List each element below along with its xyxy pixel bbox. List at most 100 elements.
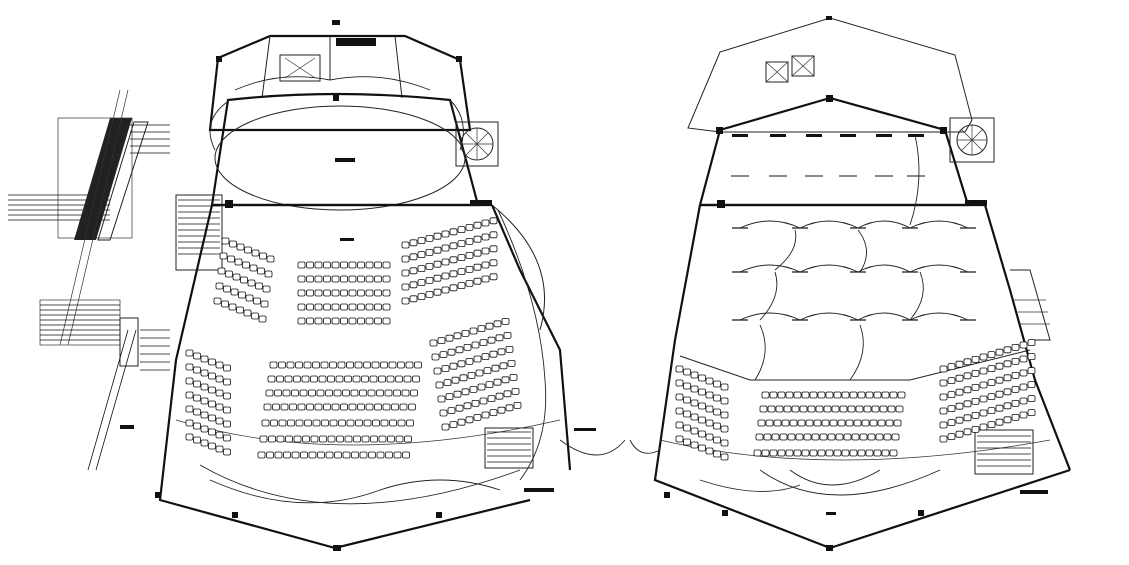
seat [346, 419, 355, 427]
seat [995, 404, 1004, 412]
seat [809, 449, 818, 457]
seat [489, 231, 498, 239]
seat [240, 276, 248, 284]
seat [334, 451, 342, 459]
seat [337, 361, 346, 369]
seat [325, 451, 334, 459]
seat [340, 289, 348, 297]
seat [193, 422, 201, 430]
seat [863, 405, 872, 413]
seat [312, 419, 321, 427]
seat [683, 382, 691, 390]
seat [393, 451, 402, 459]
seat [473, 277, 482, 285]
seat [387, 435, 395, 443]
seat [698, 388, 706, 396]
seat [295, 419, 304, 427]
seat [713, 394, 721, 402]
seat [359, 451, 368, 459]
seat [857, 449, 866, 457]
seat [477, 383, 486, 391]
seat [417, 279, 426, 287]
seat [879, 405, 888, 413]
seat [331, 275, 340, 283]
seat [340, 317, 348, 325]
seat [891, 433, 900, 441]
seat [867, 433, 876, 441]
seat [278, 419, 287, 427]
wiring-drop [759, 271, 778, 321]
seat [323, 289, 331, 297]
seat [242, 261, 250, 269]
seat [382, 275, 391, 283]
seat [215, 361, 224, 369]
seat [773, 419, 782, 427]
seat [477, 325, 486, 333]
seat [971, 425, 980, 433]
seat [280, 403, 289, 411]
seat [441, 286, 450, 294]
seat [441, 423, 450, 431]
seat [378, 375, 386, 383]
seat [457, 240, 466, 248]
seat [799, 405, 808, 413]
seat [713, 380, 721, 388]
wiring-arc [857, 220, 911, 229]
seat [987, 421, 996, 429]
seat [340, 303, 348, 311]
seat [841, 449, 850, 457]
seat [185, 363, 194, 371]
seat [447, 348, 456, 356]
seat [833, 449, 842, 457]
seat [1003, 416, 1012, 424]
seat [795, 433, 804, 441]
seat [185, 391, 194, 399]
seat [881, 391, 890, 399]
seat [382, 317, 391, 325]
seat [1019, 355, 1028, 363]
seat [217, 267, 226, 275]
seat [225, 270, 233, 278]
seat [449, 270, 458, 278]
wiring-arc [857, 264, 911, 273]
seat [331, 317, 340, 325]
seat [1003, 388, 1012, 396]
seat [259, 252, 267, 260]
seat [690, 371, 699, 379]
seat [465, 279, 474, 287]
seat [807, 405, 816, 413]
seat [833, 391, 842, 399]
seat [215, 431, 224, 439]
seat [457, 268, 466, 276]
seat [257, 451, 266, 459]
seat [409, 295, 418, 303]
seat [507, 359, 516, 367]
seat [441, 272, 450, 280]
seat [1019, 383, 1028, 391]
seat [825, 391, 834, 399]
seat [253, 297, 261, 305]
seat [323, 303, 331, 311]
seat [489, 217, 498, 225]
seat [314, 317, 323, 325]
seat [971, 383, 980, 391]
seat [963, 414, 972, 422]
seat [987, 365, 996, 373]
seat [193, 408, 201, 416]
seat [200, 439, 209, 447]
seat [897, 391, 906, 399]
seat [185, 419, 194, 427]
seat [264, 270, 273, 278]
seat [479, 339, 488, 347]
seat [1003, 374, 1012, 382]
seat [320, 361, 329, 369]
seat [698, 402, 706, 410]
seat [297, 403, 306, 411]
seat [485, 322, 494, 330]
seat [314, 261, 323, 269]
seat [698, 416, 706, 424]
right-plan [629, 16, 1072, 551]
seat [825, 449, 834, 457]
right-stage [698, 96, 985, 207]
right-spiral-stair [949, 117, 995, 163]
